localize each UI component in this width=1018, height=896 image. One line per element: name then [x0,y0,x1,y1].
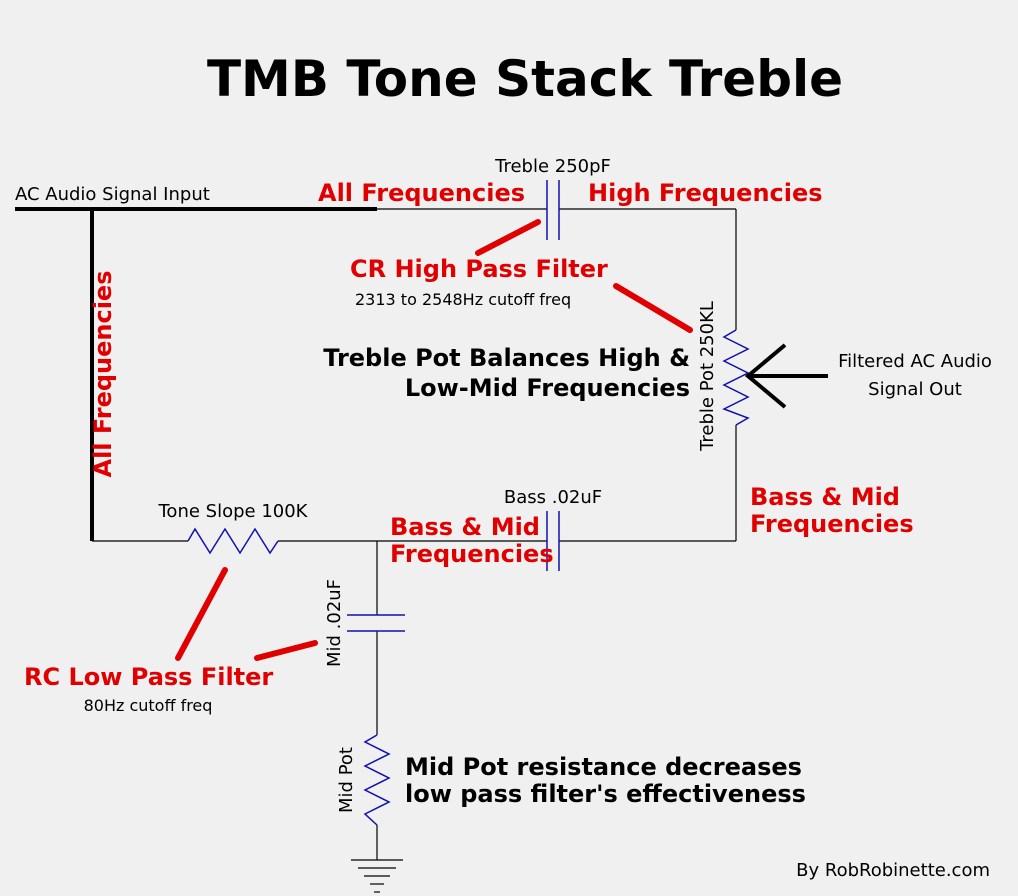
bass-capacitor [546,511,560,571]
bass-mid-right-line1: Bass & Mid [750,483,900,511]
output-label-line1: Filtered AC Audio [838,351,992,372]
treble-capacitor [546,180,560,240]
tone-slope-label: Tone Slope 100K [158,501,309,522]
input-label: AC Audio Signal Input [15,184,210,205]
treble-pot-label: Treble Pot 250KL [697,301,718,452]
cr-cutoff-freq: 2313 to 2548Hz cutoff freq [355,290,571,309]
mid-cap-label: Mid .02uF [324,579,345,667]
rc-low-pass-filter: RC Low Pass Filter [24,663,273,691]
mid-pot-note-line2: low pass filter's effectiveness [405,780,806,808]
rc-cutoff-freq: 80Hz cutoff freq [84,696,213,715]
treble-balance-line2: Low-Mid Frequencies [405,374,690,402]
cr-high-pass-filter: CR High Pass Filter [350,255,608,283]
bass-cap-label: Bass .02uF [504,487,602,508]
ground-icon [351,859,403,893]
credit: By RobRobinette.com [796,860,990,881]
all-frequencies-vertical: All Frequencies [89,271,117,478]
wiper-arrow-icon [744,343,787,409]
all-frequencies-top: All Frequencies [318,179,525,207]
mid-pot-note-line1: Mid Pot resistance decreases [405,753,802,781]
page-title: TMB Tone Stack Treble [207,50,843,108]
tone-slope-resistor [187,527,279,555]
output-label-line2: Signal Out [868,379,962,400]
mid-capacitor [347,614,405,632]
treble-pot-resistor [722,329,750,426]
annotation-pointers [175,219,693,661]
wiring [15,207,828,860]
treble-cap-label: Treble 250pF [494,156,611,177]
mid-pot-label: Mid Pot [336,747,357,813]
bass-mid-center-line2: Frequencies [390,540,554,568]
mid-pot-resistor [363,734,391,826]
high-frequencies: High Frequencies [588,179,823,207]
bass-mid-center-line1: Bass & Mid [390,513,540,541]
treble-balance-line1: Treble Pot Balances High & [323,344,690,372]
bass-mid-right-line2: Frequencies [750,510,914,538]
